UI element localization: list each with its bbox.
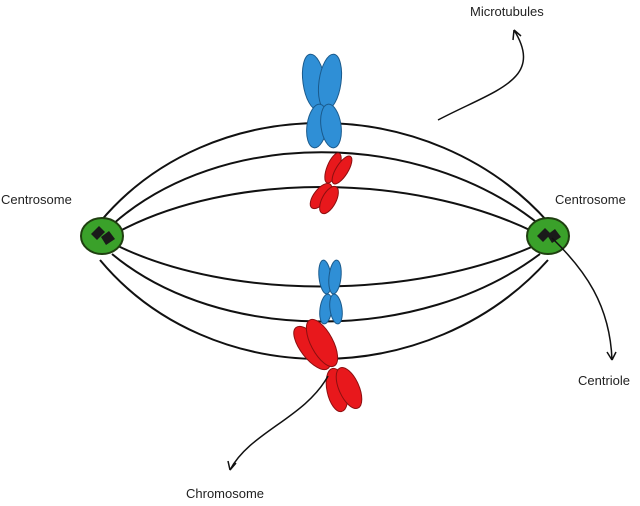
centriole xyxy=(91,226,105,240)
chromosome-blue-bottom xyxy=(318,259,343,325)
centrosome-left xyxy=(80,217,124,255)
arrowhead xyxy=(227,460,237,471)
centriole xyxy=(547,229,561,243)
microtubules-label: Microtubules xyxy=(470,4,544,19)
chromosome-blue-top xyxy=(301,53,343,149)
arrowhead xyxy=(606,351,617,361)
chromosome-pointer xyxy=(229,375,329,471)
chromosome-red-top xyxy=(309,152,353,215)
label-pointers xyxy=(227,29,617,471)
arrowhead xyxy=(512,29,522,41)
centrosome-left-label: Centrosome xyxy=(1,192,72,207)
chromatid-arm xyxy=(305,318,339,368)
chromatid-arm xyxy=(317,53,343,111)
chromosome-red-bottom xyxy=(293,318,363,413)
chromatid-arm xyxy=(329,293,343,325)
chromatid-arm xyxy=(320,103,342,149)
chromatid-arm xyxy=(319,185,339,215)
microtubule-fiber xyxy=(111,151,541,226)
chromatid-arm xyxy=(331,155,353,185)
centriole-label: Centriole xyxy=(578,373,631,388)
centrosome-body xyxy=(80,217,124,255)
centrosome-right xyxy=(526,217,570,255)
centriole-pair xyxy=(91,226,115,245)
centriole-pair xyxy=(537,228,561,243)
microtubules-pointer xyxy=(437,29,525,121)
centrosome-right-label: Centrosome xyxy=(555,192,626,207)
chromatid-arm xyxy=(335,366,363,410)
chromatid-arm xyxy=(328,259,342,295)
centriole xyxy=(537,228,551,242)
chromosome-label: Chromosome xyxy=(186,486,265,501)
centriole-pointer xyxy=(551,237,613,361)
centriole xyxy=(101,231,115,245)
